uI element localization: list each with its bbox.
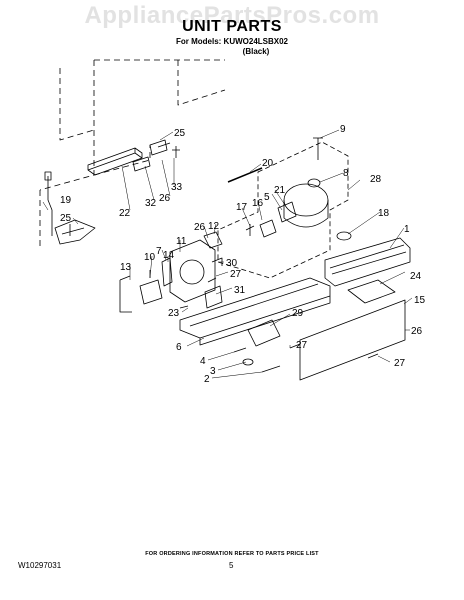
callout-1: 1 xyxy=(404,224,410,235)
callout-30: 30 xyxy=(226,258,238,269)
bracket-part-13 xyxy=(119,275,132,313)
callout-27-front: 27 xyxy=(296,340,308,351)
motor-part-12 xyxy=(203,231,223,249)
screw-part-23 xyxy=(179,305,189,309)
callout-8: 8 xyxy=(343,168,349,179)
screw-part-9 xyxy=(313,137,323,160)
bracket-part-32 xyxy=(132,156,151,172)
callout-16: 16 xyxy=(252,198,264,209)
screw-part-33 xyxy=(172,146,180,158)
bracket-left-part xyxy=(54,219,96,245)
bracket-part-29 xyxy=(247,319,281,347)
page-title: UNIT PARTS xyxy=(182,18,282,35)
callout-13: 13 xyxy=(120,262,132,273)
condenser-part-1 xyxy=(324,237,411,287)
callout-21: 21 xyxy=(274,185,286,196)
callout-26-top: 26 xyxy=(159,193,171,204)
callout-29: 29 xyxy=(292,308,304,319)
fan-shroud-part-11 xyxy=(169,239,216,303)
callout-27-bottom: 27 xyxy=(394,358,406,369)
part-30 xyxy=(211,257,223,266)
cabinet-outline xyxy=(39,59,226,191)
callout-22: 22 xyxy=(119,208,131,219)
callout-6: 6 xyxy=(176,342,182,353)
callout-7-top: 7 xyxy=(156,246,162,257)
washer-part-4 xyxy=(233,347,247,353)
callout-15: 15 xyxy=(414,295,426,306)
leader-lines xyxy=(42,129,413,379)
models-line: For Models: KUWO24LSBX02 xyxy=(175,37,288,46)
callout-14: 14 xyxy=(163,250,175,261)
page-number: 5 xyxy=(229,561,234,570)
overload-part-16 xyxy=(259,219,277,238)
screw-part-27c xyxy=(207,277,217,283)
callout-28: 28 xyxy=(370,174,382,185)
part-31 xyxy=(204,285,223,309)
watermark: AppliancePartsPros.com xyxy=(84,2,380,29)
callout-9: 9 xyxy=(340,124,346,135)
callout-17: 17 xyxy=(236,202,248,213)
compressor-part-8 xyxy=(283,183,329,217)
callout-25-left: 25 xyxy=(60,213,72,224)
color-line: (Black) xyxy=(242,47,270,56)
ordering-note: FOR ORDERING INFORMATION REFER TO PARTS … xyxy=(145,551,319,557)
callout-2: 2 xyxy=(204,374,210,385)
callout-25-top: 25 xyxy=(174,128,186,139)
callout-27-mid: 27 xyxy=(230,269,242,280)
callout-26-mid: 26 xyxy=(194,222,206,233)
document-number: W10297031 xyxy=(18,561,62,570)
tube-part-20 xyxy=(227,167,263,183)
callout-26-right: 26 xyxy=(411,326,423,337)
bracket-part-25 xyxy=(149,139,171,156)
fan-motor-part-10 xyxy=(139,270,163,305)
callout-19: 19 xyxy=(60,195,72,206)
cabinet-rear-outline xyxy=(39,145,151,250)
callout-12: 12 xyxy=(208,221,220,232)
base-pan-part-6 xyxy=(179,277,331,346)
callout-18: 18 xyxy=(378,208,390,219)
fan-blade-part-7 xyxy=(161,257,173,287)
rail-part-22 xyxy=(87,147,143,176)
callout-11: 11 xyxy=(176,236,187,247)
panel-part-15 xyxy=(299,299,406,381)
screw-part-2 xyxy=(261,365,281,373)
model-info: For Models: KUWO24LSBX02 (Black) xyxy=(0,37,464,57)
callout-33: 33 xyxy=(171,182,183,193)
callout-20: 20 xyxy=(262,158,274,169)
pad-part-24 xyxy=(347,279,396,304)
relay-part-5 xyxy=(277,201,297,223)
callout-31: 31 xyxy=(234,285,246,296)
compressor-area-outline xyxy=(217,141,349,279)
callout-4: 4 xyxy=(200,356,206,367)
screw-part-27b xyxy=(367,353,379,359)
cord-part-19 xyxy=(44,171,53,236)
washer-part-3 xyxy=(242,358,254,366)
screw-part-27a xyxy=(289,343,301,349)
grommet-part-18 xyxy=(336,231,352,241)
callout-24: 24 xyxy=(410,271,422,282)
callout-32: 32 xyxy=(145,198,157,209)
callout-23: 23 xyxy=(168,308,180,319)
callout-3: 3 xyxy=(210,366,216,377)
callout-5: 5 xyxy=(264,192,270,203)
callout-10: 10 xyxy=(144,252,156,263)
